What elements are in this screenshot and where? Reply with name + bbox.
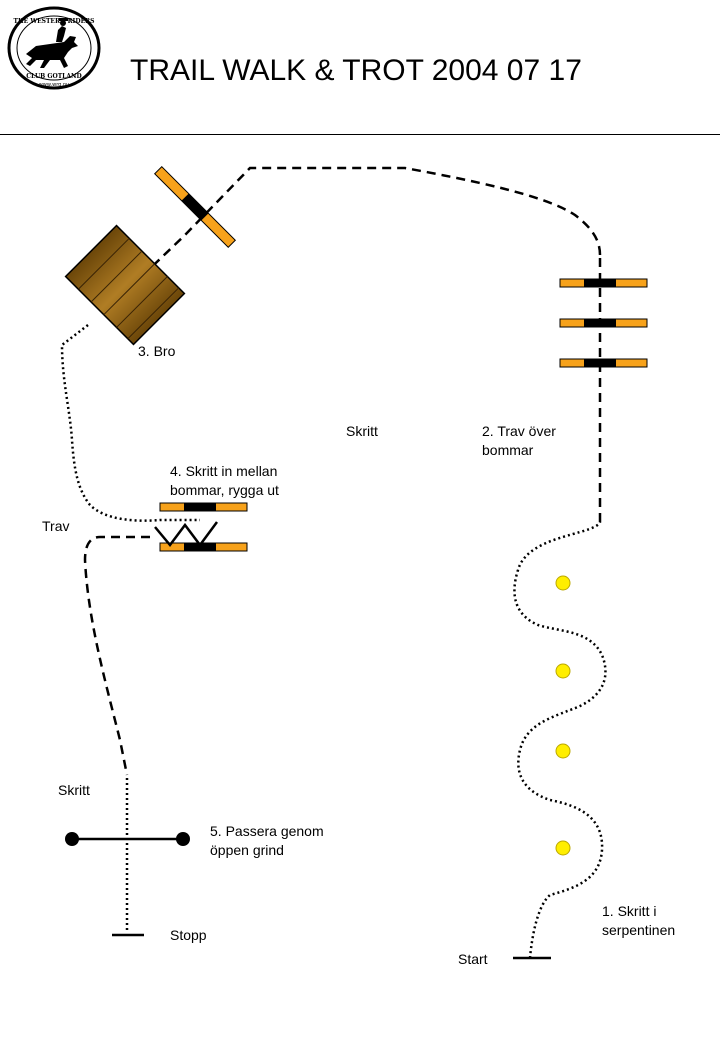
logo-top-text: THE WESTERN RIDERS (14, 18, 95, 25)
bridge (64, 224, 186, 346)
label-trav-over-line2: bommar (482, 442, 534, 458)
label-start: Start (458, 951, 488, 967)
gate-post (65, 832, 79, 846)
label-passera-line1: 5. Passera genom (210, 823, 324, 839)
backup-pole-upper (159, 502, 248, 512)
trav-path (83, 535, 150, 776)
backup-pole-lower (159, 542, 248, 552)
club-logo: THE WESTERN RIDERS CLUB GOTLAND www.wrg.… (7, 6, 101, 90)
trot-pole (559, 358, 648, 368)
label-trav: Trav (42, 518, 70, 534)
label-passera-line2: öppen grind (210, 842, 284, 858)
label-skritt-center: Skritt (346, 423, 378, 439)
cone (555, 575, 571, 591)
label-skritt-in-line1: 4. Skritt in mellan (170, 463, 278, 479)
gate (65, 832, 190, 846)
top-walk-path (111, 166, 602, 306)
logo-bottom-text: CLUB GOTLAND (26, 73, 81, 80)
page-title: TRAIL WALK & TROT 2004 07 17 (130, 54, 582, 87)
bridge-pole (153, 165, 237, 249)
logo-url: www.wrg.nu (39, 82, 70, 88)
label-stopp: Stopp (170, 927, 207, 943)
cone (555, 663, 571, 679)
backup-zigzag (154, 521, 219, 548)
label-skritt-left: Skritt (58, 782, 90, 798)
header-divider (0, 134, 720, 135)
cone (555, 743, 571, 759)
trot-pole (559, 318, 648, 328)
walk-path-left (60, 324, 200, 522)
label-trav-over-line1: 2. Trav över (482, 423, 556, 439)
trot-pole (559, 278, 648, 288)
horse-rider-icon (26, 18, 78, 68)
label-serpentine-line1: 1. Skritt i (602, 903, 657, 919)
label-skritt-in-line2: bommar, rygga ut (170, 482, 279, 498)
label-bro: 3. Bro (138, 343, 176, 359)
cone (555, 840, 571, 856)
gate-post (176, 832, 190, 846)
label-serpentine-line2: serpentinen (602, 922, 676, 938)
